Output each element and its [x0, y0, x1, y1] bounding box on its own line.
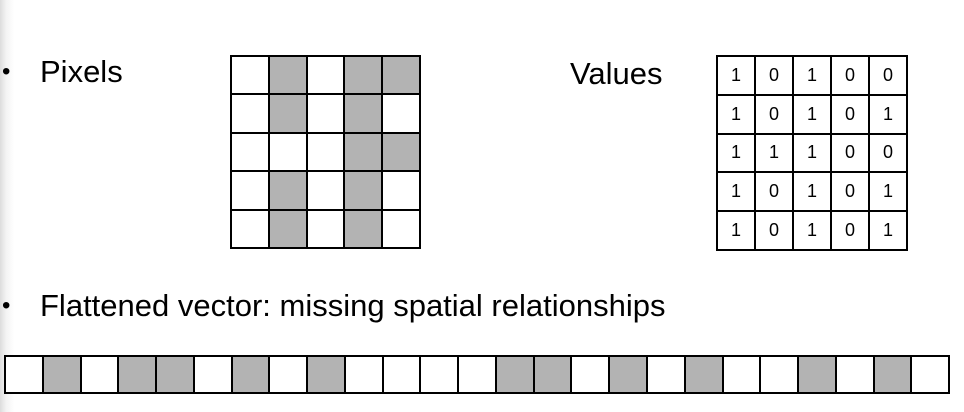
pixel-cell	[345, 95, 384, 134]
bullet-dot: •	[2, 57, 11, 85]
value-cell: 0	[832, 212, 870, 251]
vector-cell	[43, 357, 82, 392]
value-cell: 0	[870, 134, 908, 174]
bullet-dot: •	[2, 291, 11, 319]
value-cell: 0	[756, 212, 794, 251]
vector-cell	[799, 357, 837, 392]
pixel-cell	[307, 95, 346, 134]
flattened-label: Flattened vector: missing spatial relati…	[40, 288, 666, 323]
vector-cell	[232, 357, 271, 392]
value-cell: 1	[718, 173, 756, 213]
vector-cell	[572, 357, 611, 392]
pixel-cell	[383, 133, 421, 173]
value-cell: 1	[794, 212, 832, 251]
vector-cell	[421, 357, 460, 392]
value-cell: 1	[756, 134, 794, 174]
vector-cell	[459, 357, 497, 392]
value-cell: 0	[832, 57, 870, 96]
vector-cell	[648, 357, 686, 392]
value-cell: 0	[756, 57, 794, 96]
pixel-cell	[383, 57, 421, 96]
vector-cell	[345, 357, 384, 392]
vector-cell	[496, 357, 535, 392]
vector-cell	[383, 357, 422, 392]
pixel-cell	[345, 57, 384, 96]
value-cell: 0	[870, 57, 908, 96]
pixel-cell	[232, 210, 270, 249]
pixel-cell	[383, 172, 421, 211]
pixel-cell	[232, 172, 270, 211]
vector-cell	[194, 357, 233, 392]
pixel-cell	[269, 95, 308, 134]
pixels-bullet: • Pixels	[0, 56, 123, 87]
value-cell: 1	[718, 95, 756, 135]
value-cell: 1	[794, 57, 832, 96]
pixel-cell	[307, 172, 346, 211]
vector-cell	[6, 357, 44, 392]
value-cell: 1	[794, 134, 832, 174]
pixel-cell	[232, 133, 270, 173]
value-cell: 1	[794, 173, 832, 213]
pixel-cell	[269, 133, 308, 173]
value-cell: 0	[756, 173, 794, 213]
vector-cell	[270, 357, 309, 392]
value-cell: 0	[832, 173, 870, 213]
pixel-cell	[307, 57, 346, 96]
values-label: Values	[570, 56, 663, 91]
value-cell: 1	[718, 212, 756, 251]
vector-cell	[912, 357, 951, 392]
pixel-cell	[232, 57, 270, 96]
pixel-cell	[345, 172, 384, 211]
pixels-label: Pixels	[40, 54, 123, 89]
value-cell: 0	[756, 95, 794, 135]
pixel-cell	[269, 57, 308, 96]
vector-cell	[874, 357, 913, 392]
value-cell: 1	[870, 173, 908, 213]
vector-cell	[761, 357, 800, 392]
pixel-cell	[269, 210, 308, 249]
pixel-cell	[345, 133, 384, 173]
pixel-grid	[230, 55, 421, 249]
value-cell: 1	[794, 95, 832, 135]
vector-cell	[534, 357, 573, 392]
vector-cell	[81, 357, 120, 392]
value-cell: 0	[832, 134, 870, 174]
value-cell: 0	[832, 95, 870, 135]
flattened-vector	[4, 355, 951, 394]
vector-cell	[836, 357, 875, 392]
pixel-cell	[307, 210, 346, 249]
pixel-cell	[232, 95, 270, 134]
vector-cell	[119, 357, 158, 392]
vector-cell	[157, 357, 195, 392]
value-cell: 1	[718, 57, 756, 96]
value-cell: 1	[718, 134, 756, 174]
vector-cell	[610, 357, 649, 392]
pixel-cell	[345, 210, 384, 249]
vector-cell	[685, 357, 724, 392]
value-cell: 1	[870, 95, 908, 135]
pixel-cell	[383, 95, 421, 134]
pixel-cell	[269, 172, 308, 211]
pixel-cell	[383, 210, 421, 249]
vector-cell	[723, 357, 762, 392]
value-cell: 1	[870, 212, 908, 251]
pixel-cell	[307, 133, 346, 173]
vector-cell	[308, 357, 346, 392]
flattened-bullet: • Flattened vector: missing spatial rela…	[0, 290, 665, 321]
